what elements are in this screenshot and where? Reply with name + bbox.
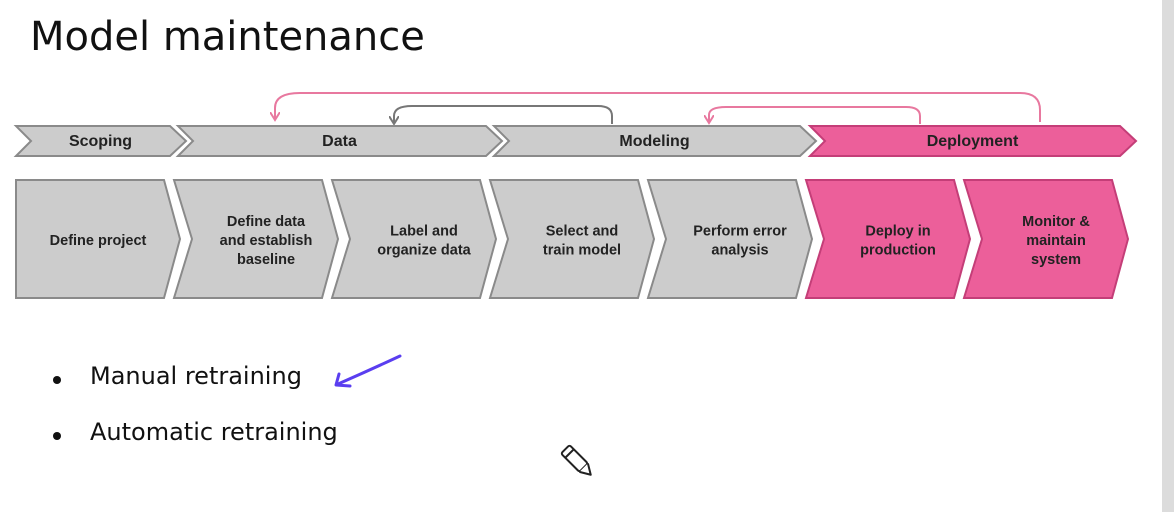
phase-chevron-scoping — [13, 125, 188, 157]
loop-modeling-to-data — [394, 105, 613, 124]
phase-chevron-deployment — [807, 125, 1138, 157]
step-chevron — [646, 179, 814, 299]
phase-label-data: Data — [322, 133, 357, 150]
bullet-dot — [53, 376, 61, 384]
page-title: Model maintenance — [30, 14, 425, 60]
step-chevron — [15, 179, 182, 299]
bullet-text: Manual retraining — [90, 362, 302, 390]
step-label: Define project — [50, 233, 147, 249]
phase-label-scoping: Scoping — [69, 133, 132, 150]
phase-chevron-modeling — [491, 125, 818, 157]
phase-label-modeling: Modeling — [619, 133, 689, 150]
bullet-text: Automatic retraining — [90, 418, 338, 446]
phase-label-deployment: Deployment — [927, 133, 1019, 150]
bullet-automatic-retraining: Automatic retraining — [48, 418, 338, 474]
loop-deployment-to-modeling — [709, 106, 921, 124]
arrow-annotation-icon — [334, 354, 402, 388]
lifecycle-diagram: Scoping Data Modeling Deployment Define pro… — [13, 92, 1138, 299]
step-chevron — [172, 179, 340, 299]
bullet-manual-retraining: Manual retraining — [48, 362, 338, 418]
loop-deployment-to-data — [275, 92, 1041, 122]
pencil-icon — [560, 444, 592, 476]
window-edge — [1162, 0, 1174, 512]
step-chevron — [330, 179, 498, 299]
phase-chevron-data — [175, 125, 504, 157]
step-chevron — [804, 179, 972, 299]
bullet-list: Manual retraining Automatic retraining — [48, 362, 338, 474]
step-chevron — [488, 179, 656, 299]
step-chevron — [962, 179, 1130, 299]
bullet-dot — [53, 432, 61, 440]
